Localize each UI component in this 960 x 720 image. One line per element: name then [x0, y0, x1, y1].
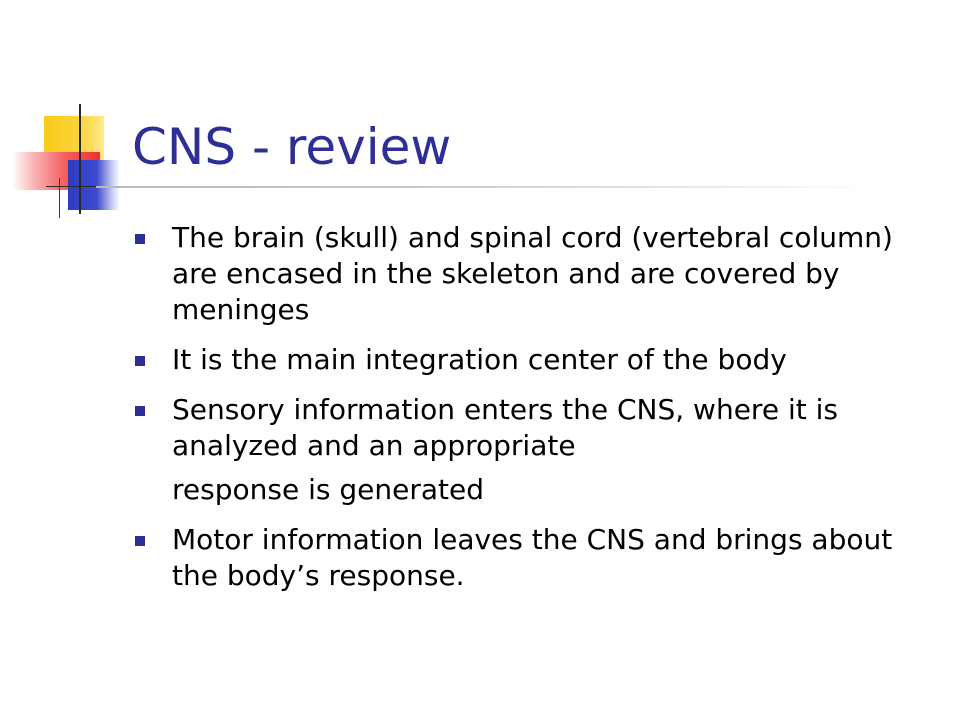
logo-blue-square	[68, 160, 120, 210]
bullet-text: Sensory information enters the CNS, wher…	[172, 393, 838, 462]
square-bullet-icon	[135, 356, 145, 366]
list-item: It is the main integration center of the…	[132, 342, 932, 378]
title-underline	[96, 186, 876, 188]
logo-vertical-line-short	[59, 178, 60, 218]
logo-horizontal-line	[46, 186, 102, 187]
bullet-text: It is the main integration center of the…	[172, 343, 787, 376]
square-bullet-icon	[135, 234, 145, 244]
slide-title: CNS - review	[132, 118, 452, 176]
logo-vertical-line	[79, 104, 81, 214]
list-item: The brain (skull) and spinal cord (verte…	[132, 220, 932, 328]
bullet-continuation: response is generated	[132, 472, 932, 508]
bullet-text: The brain (skull) and spinal cord (verte…	[172, 221, 893, 326]
list-item: Motor information leaves the CNS and bri…	[132, 522, 932, 594]
square-bullet-icon	[135, 536, 145, 546]
bullet-text: Motor information leaves the CNS and bri…	[172, 523, 893, 592]
continuation-text: response is generated	[172, 473, 484, 506]
bullet-list: The brain (skull) and spinal cord (verte…	[132, 220, 932, 608]
list-item: Sensory information enters the CNS, wher…	[132, 392, 932, 464]
square-bullet-icon	[135, 406, 145, 416]
